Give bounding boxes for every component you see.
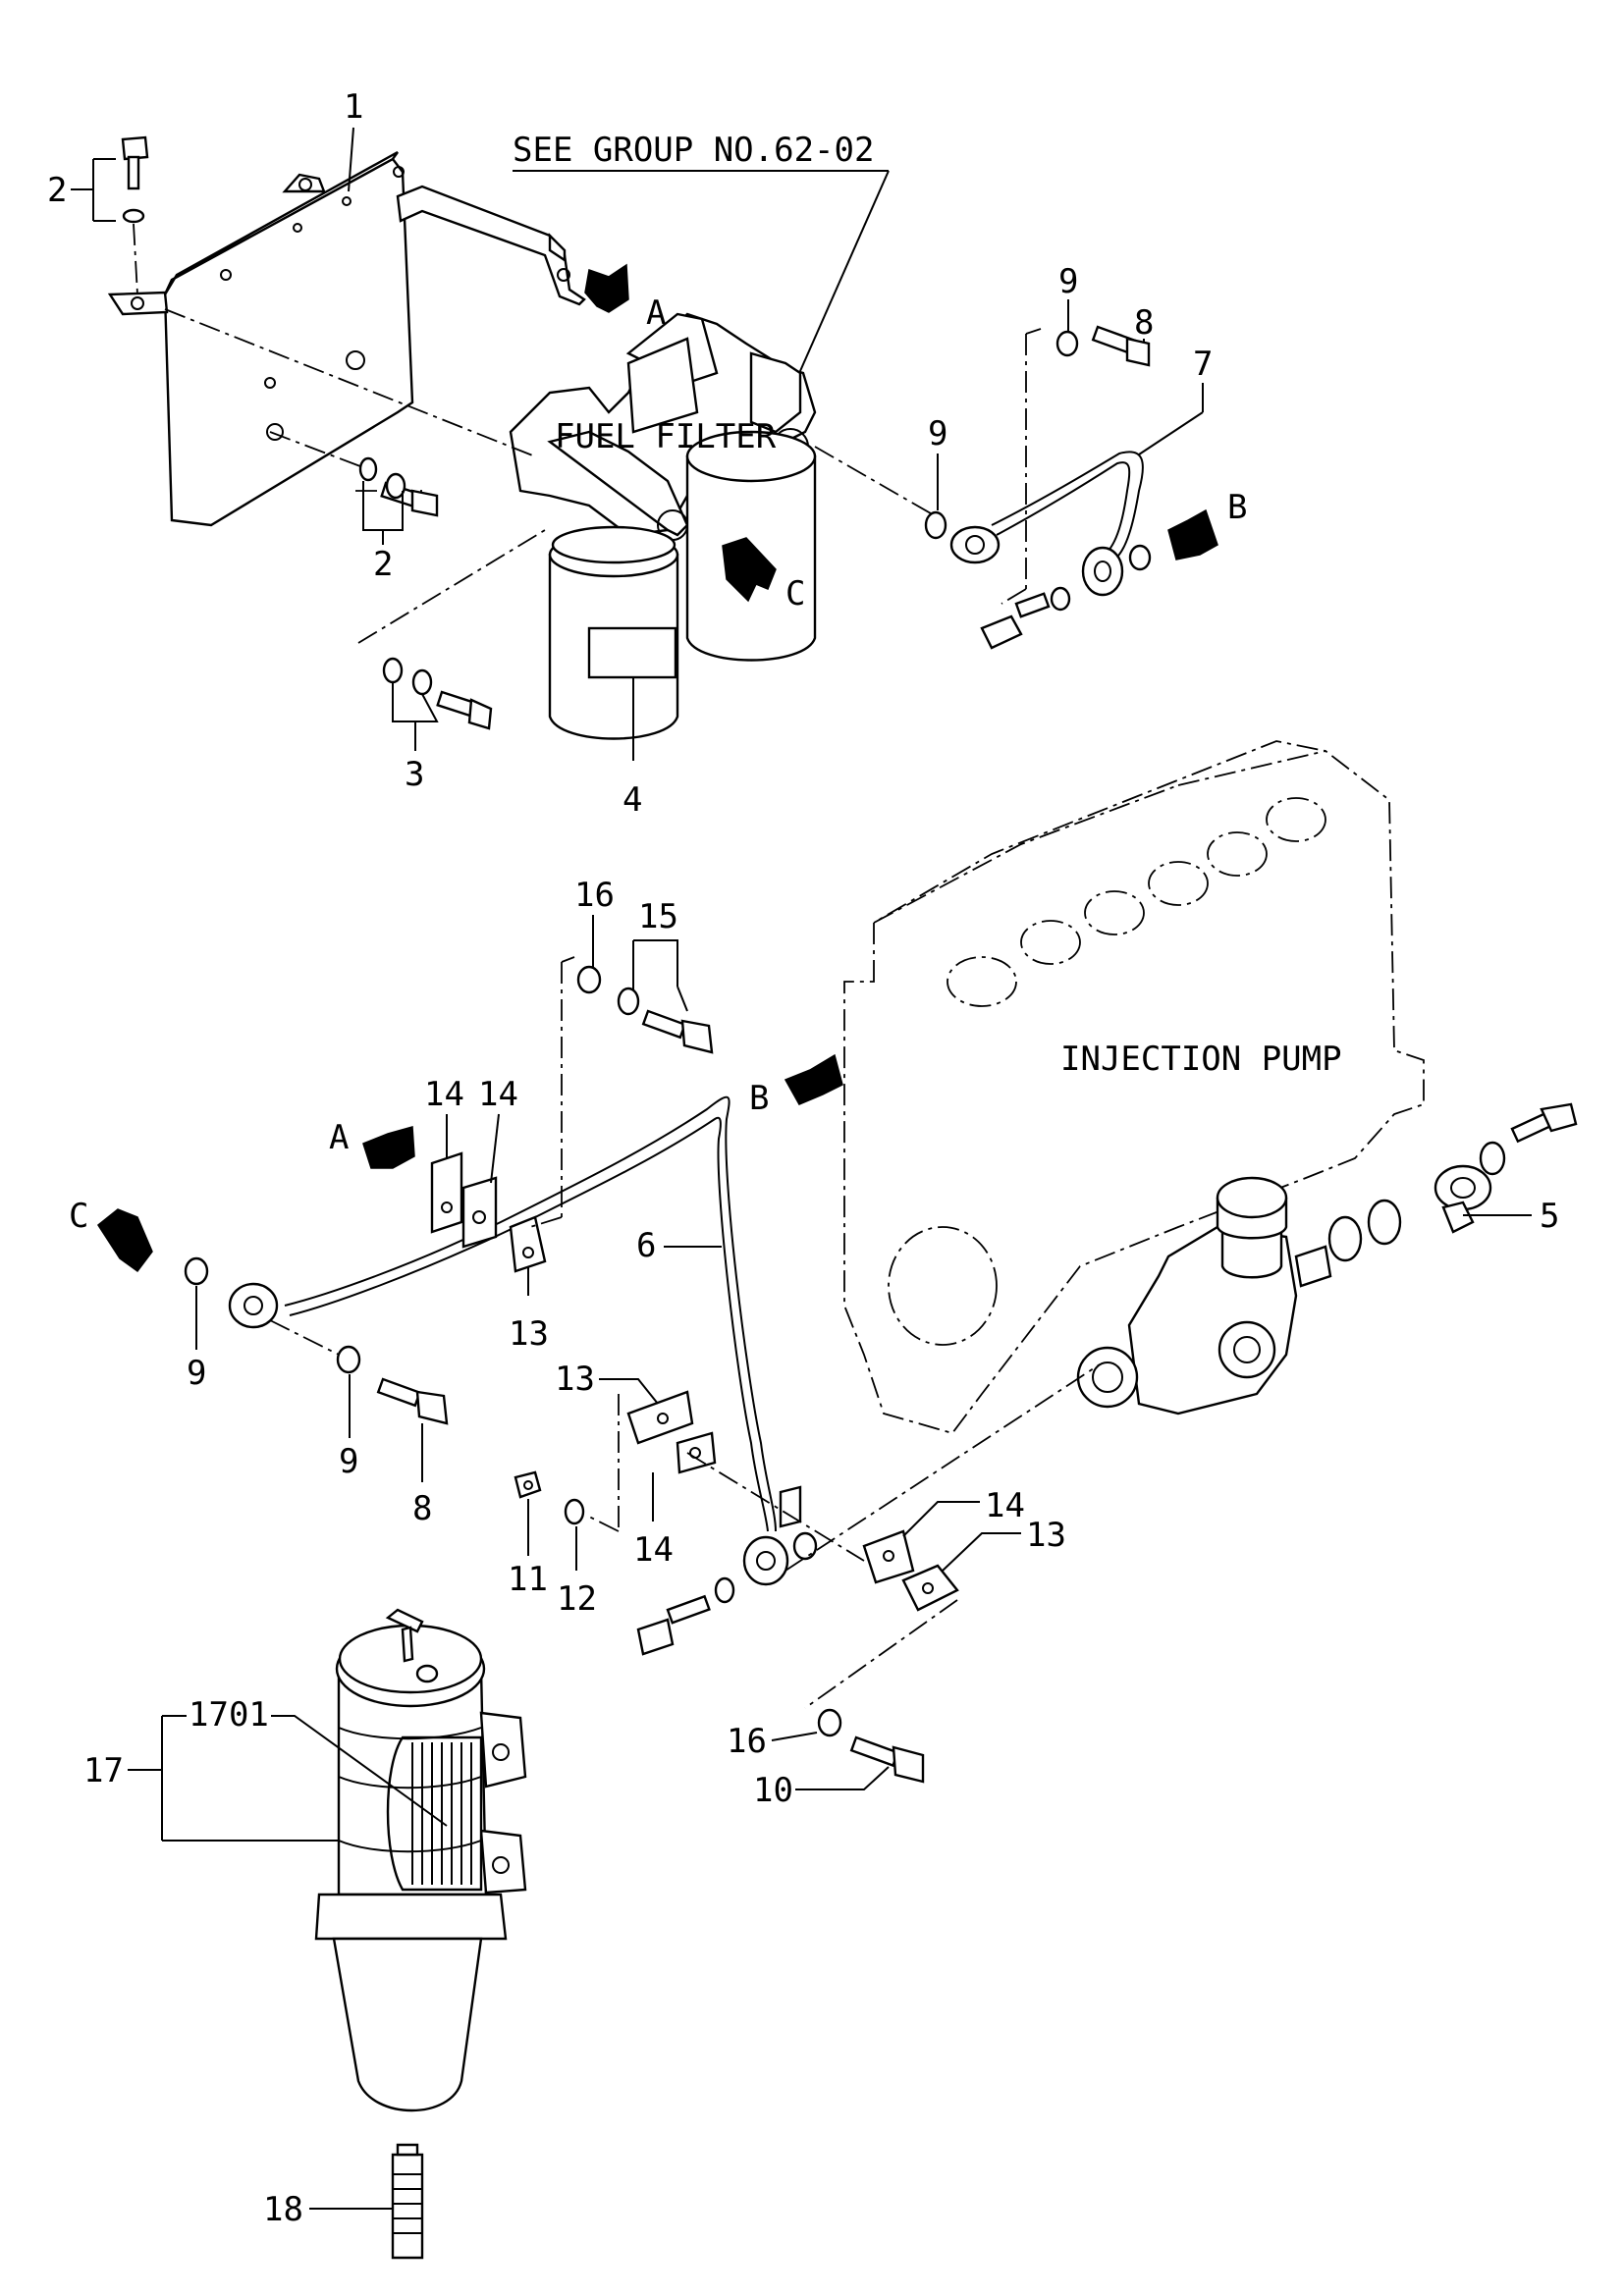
nut-part-11 xyxy=(514,1470,542,1499)
view-arrow-b-top: B xyxy=(1167,488,1247,561)
arrow-label-c-top: C xyxy=(785,574,805,614)
callout-14-right-lower: 14 xyxy=(985,1486,1025,1525)
washer-16-lower xyxy=(817,1708,842,1737)
callout-1: 1 xyxy=(344,87,363,127)
callout-9-top: 9 xyxy=(1058,262,1078,301)
arrow-label-a-top: A xyxy=(646,294,666,333)
drain-plug-part-18 xyxy=(391,2143,424,2260)
note-leader xyxy=(799,170,890,372)
arrow-label-c-mid: C xyxy=(69,1197,88,1236)
view-arrow-c-top: C xyxy=(722,537,805,614)
callout-2-upper: 2 xyxy=(47,171,67,210)
callout-13-upper-lower: 13 xyxy=(555,1360,595,1399)
callout-9-lower: 9 xyxy=(339,1442,358,1481)
bolt-part-10 xyxy=(849,1735,925,1784)
callout-16-mid: 16 xyxy=(574,876,615,915)
callout-5: 5 xyxy=(1540,1197,1559,1236)
callout-10: 10 xyxy=(753,1771,793,1810)
callout-11: 11 xyxy=(508,1560,548,1599)
bolt-washer-part-3 xyxy=(382,657,493,730)
callout-9-mid-top: 9 xyxy=(928,414,947,454)
washer-9-pipe xyxy=(924,510,947,540)
bolt-part-8-upper xyxy=(1091,325,1151,367)
callout-14-lower-mid: 14 xyxy=(633,1530,674,1570)
note-fuel-filter: FUEL FILTER xyxy=(555,417,777,456)
note-see-group: SEE GROUP NO.62-02 xyxy=(513,131,874,170)
clamp-part-14-right xyxy=(461,1176,498,1249)
callout-3: 3 xyxy=(405,755,424,794)
arrow-label-b-mid: B xyxy=(749,1079,769,1118)
callout-8-top: 8 xyxy=(1134,303,1154,343)
washer-9-lower xyxy=(336,1345,361,1374)
callout-9-left: 9 xyxy=(187,1354,206,1393)
bolt-lower-pipe xyxy=(980,592,1051,650)
fuel-pipe-part-6 xyxy=(228,1095,802,1586)
callout-12: 12 xyxy=(557,1579,597,1619)
arrow-label-a-mid: A xyxy=(329,1118,349,1157)
clamp-part-13-left xyxy=(509,1215,547,1273)
callout-14-b: 14 xyxy=(478,1075,518,1114)
callout-8-lower: 8 xyxy=(412,1489,432,1528)
fuel-pipe-part-7 xyxy=(949,451,1144,597)
injection-pump-engine-block: INJECTION PUMP xyxy=(843,740,1425,1435)
washer-16-mid xyxy=(576,965,602,994)
clamp-part-14-lower xyxy=(862,1529,915,1584)
clamp-part-14-mid xyxy=(676,1431,717,1474)
bolt-banjo-lower xyxy=(636,1594,711,1656)
callout-4: 4 xyxy=(622,780,642,820)
bolt-washer-part-2-upper xyxy=(121,135,149,224)
callout-1701: 1701 xyxy=(189,1695,269,1735)
note-injection-pump: INJECTION PUMP xyxy=(1060,1040,1342,1079)
callout-6: 6 xyxy=(636,1226,656,1265)
callout-18: 18 xyxy=(263,2190,303,2229)
clamp-part-13-lower xyxy=(901,1564,959,1612)
callout-15: 15 xyxy=(638,897,678,936)
bracket-part-1 xyxy=(107,150,586,527)
view-arrow-b-mid: B xyxy=(749,1053,843,1118)
callout-7: 7 xyxy=(1193,345,1213,384)
fuel-filter-assembly: FUEL FILTER xyxy=(509,312,817,740)
bolt-washer-part-2-lower xyxy=(358,456,439,517)
clamp-part-14-left xyxy=(430,1151,463,1234)
view-arrow-a-top: A xyxy=(584,263,666,333)
callout-13-mid: 13 xyxy=(509,1314,549,1354)
fuel-water-separator-part-17 xyxy=(314,1608,527,2112)
callout-13-right-lower: 13 xyxy=(1026,1516,1066,1555)
washer-part-12 xyxy=(564,1498,585,1525)
clamp-part-13-mid xyxy=(626,1390,694,1445)
callout-16-lower: 16 xyxy=(727,1722,767,1761)
bolt-part-8-lower xyxy=(376,1377,449,1425)
banjo-fitting-part-5 xyxy=(1327,1102,1578,1262)
bolt-part-15 xyxy=(641,1009,714,1054)
arrow-label-b-top: B xyxy=(1227,488,1247,527)
callout-14-a: 14 xyxy=(424,1075,464,1114)
washer-9-left xyxy=(184,1256,209,1286)
view-arrow-a-mid: A xyxy=(329,1118,415,1169)
view-arrow-c-mid: C xyxy=(69,1197,153,1273)
callout-2-lower: 2 xyxy=(373,545,393,584)
callout-17: 17 xyxy=(83,1751,124,1790)
washer-9-upper xyxy=(1055,330,1079,357)
